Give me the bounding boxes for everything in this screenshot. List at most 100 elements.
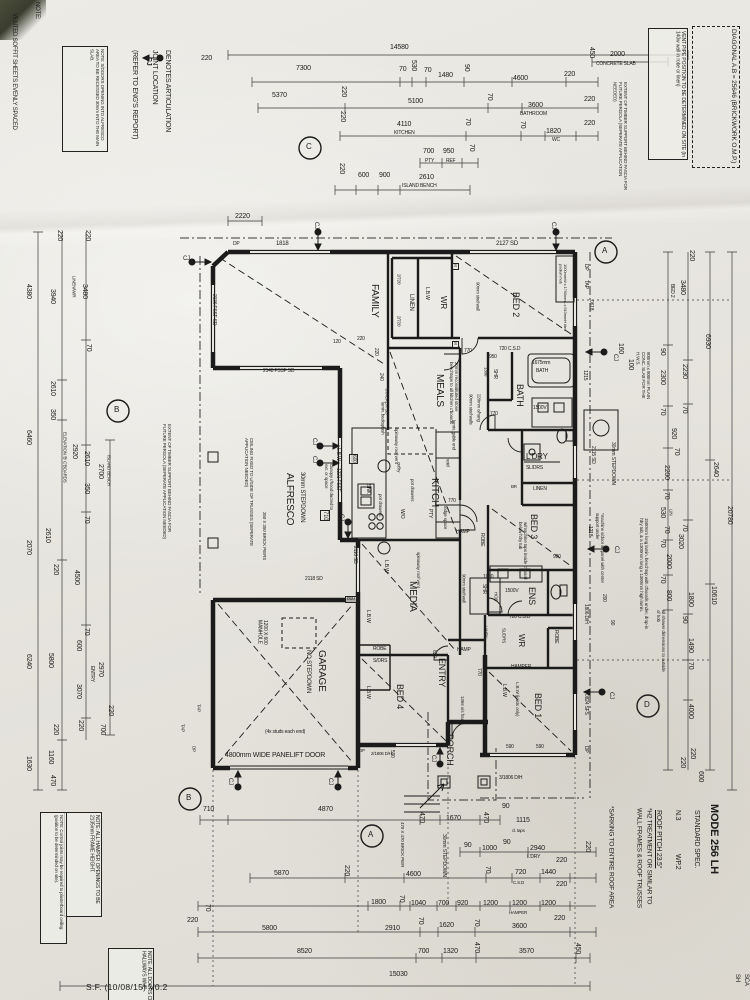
dim-label: S xyxy=(452,341,459,348)
dim-label: S/DRS xyxy=(373,658,388,664)
dim-label: NO STEPDOWN xyxy=(305,650,311,694)
note-laundry-bench: 1500mm long lamin. benchtop with c'board… xyxy=(638,518,649,630)
dim-label: SL/DRS xyxy=(526,465,543,471)
dim-label: 6240 xyxy=(25,654,32,669)
dim-label: 700 xyxy=(423,148,435,155)
dim-label: 720 C.S.D xyxy=(509,614,531,620)
dim-label: 600 xyxy=(697,771,704,783)
dim-label: 220 xyxy=(689,748,696,760)
dim-label: 1500V xyxy=(505,588,519,594)
dim-label: 2610 xyxy=(44,528,51,543)
dim-label: 1630 xyxy=(25,756,32,771)
dim-label: CJ xyxy=(550,222,556,229)
dim-label: 2970 xyxy=(97,662,104,677)
note-control-joints: NOTE: Control joints may be required to … xyxy=(40,812,67,944)
dim-label: L.B.W xyxy=(424,287,430,300)
dim-label: WC xyxy=(552,137,560,143)
panelift-door-label: 4800mm WIDE PANELIFT DOOR xyxy=(225,752,326,759)
dim-label: 2136 FSSF SD xyxy=(211,294,217,326)
dim-label: CJ xyxy=(430,755,436,762)
dim-label: 220 xyxy=(343,865,350,877)
note-brick-piers-350: 350 X 350 BRICK PIERS xyxy=(262,512,267,561)
note-stepdown-bottom: 30mm STEPDOWN xyxy=(441,834,447,877)
dim-label: 2/720 xyxy=(396,274,402,285)
dim-label: 1620 xyxy=(439,922,454,929)
note-sdoors-alfresco: NOTE: S/DOORS OPENING INTO ALFRESCO AREA… xyxy=(62,46,108,152)
dim-label: 70 xyxy=(464,118,471,126)
dim-label: lamin. backsplash xyxy=(380,402,386,435)
dim-label: 1200 xyxy=(541,900,556,907)
dim-label: 220 xyxy=(564,71,576,78)
dim-label: 220 xyxy=(84,230,91,242)
room-wr-bed1: WR xyxy=(517,634,526,647)
dim-label: CJ xyxy=(311,456,317,463)
room-kitchen: KITCH xyxy=(429,478,440,508)
dim-label: 2920 xyxy=(71,444,78,459)
dim-label: 70 xyxy=(486,93,493,101)
dim-label: 70 xyxy=(468,144,475,152)
dim-label: KITCHEN xyxy=(394,130,415,136)
dim-label: W/O xyxy=(399,509,405,519)
dim-label: 350 xyxy=(49,409,56,421)
dim-label: CJ xyxy=(608,692,614,699)
dim-label: 5800 xyxy=(47,653,54,668)
dim-label: 1218 xyxy=(587,526,593,537)
dim-label: 70 xyxy=(673,448,680,456)
dim-label: 2300 xyxy=(659,370,666,385)
dim-label: 90 xyxy=(609,620,615,626)
room-alfresco: ALFRESCO xyxy=(284,473,295,526)
dim-label: L.B.W xyxy=(365,610,371,623)
dim-label: DP xyxy=(583,746,589,753)
dim-label: 1800 xyxy=(687,592,694,607)
title-sarking: *SARKING TO ENTIRE ROOF AREA xyxy=(607,806,615,909)
dim-label: TAP xyxy=(583,280,589,289)
dim-label: 220 xyxy=(679,757,686,769)
dim-label: 200 xyxy=(601,594,607,602)
dim-label: 2000 xyxy=(665,554,672,569)
dim-label: LINEN/WIR xyxy=(71,276,77,298)
dim-label: 1480 xyxy=(438,72,453,79)
room-meals: MEALS xyxy=(434,374,445,407)
paper-crease xyxy=(0,185,750,245)
dim-label: 70 xyxy=(473,919,480,927)
room-garage: GARAGE xyxy=(316,650,327,692)
dim-label: 220 xyxy=(52,564,59,576)
dim-label: 1818 xyxy=(276,241,289,247)
dim-label: 90 xyxy=(464,842,472,849)
dim-label: 2000 xyxy=(610,51,625,58)
dim-label: 90mm stud walls xyxy=(468,394,474,425)
dim-label: 220 xyxy=(584,841,591,853)
dim-label: ISLAND BENCH xyxy=(402,183,437,189)
dim-label: 450 xyxy=(588,47,595,59)
dim-label: 950 xyxy=(443,148,455,155)
dim-label: 70 xyxy=(659,540,666,548)
dim-label: 90 xyxy=(463,64,470,72)
dim-label: 4500 xyxy=(73,570,80,585)
dim-label: ELEVATION 'B' C'BOARDS xyxy=(62,432,68,483)
room-bed1: BED 1 xyxy=(533,693,543,719)
dim-label: 220 xyxy=(187,917,199,924)
note-pot-drawers-2: pot drawers xyxy=(378,494,383,517)
dim-label: 4870 xyxy=(318,806,333,813)
note-stone-benchtops: 20mm reconstituted stone benchtops to al… xyxy=(448,362,459,424)
dim-label: 720 xyxy=(515,869,527,876)
dim-label: 470 xyxy=(49,775,56,787)
dim-label: 2910 xyxy=(385,925,400,932)
dim-label: CJ xyxy=(613,546,619,553)
dim-label: 70 xyxy=(659,576,666,584)
dim-label: CJ xyxy=(327,778,333,785)
dim-label: TAP xyxy=(180,724,186,732)
dim-label: 2118 SD xyxy=(305,576,323,582)
dim-label: 70 xyxy=(687,662,694,670)
marker-b: B xyxy=(114,405,120,414)
dim-label: lamin. gable end xyxy=(451,420,457,450)
room-ldry: L'DRY xyxy=(526,452,548,461)
dim-label: 120 xyxy=(333,339,341,345)
dim-label: 220 xyxy=(56,230,63,242)
dim-label: 470 xyxy=(418,812,425,824)
dim-label: 90 xyxy=(681,616,688,624)
dim-label: HAMPER xyxy=(509,910,528,915)
dim-label: HAMP xyxy=(457,647,471,653)
dim-label: DP xyxy=(233,241,240,247)
